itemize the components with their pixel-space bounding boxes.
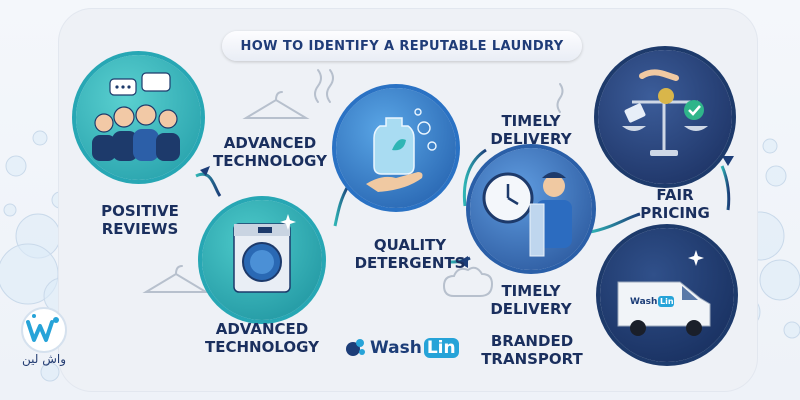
arrow-icon (722, 156, 734, 166)
clock-courier-icon (482, 172, 572, 257)
speech-bubble-icon (141, 72, 171, 92)
corner-brand-text: واش لین (22, 352, 67, 366)
timely-delivery-circle (470, 148, 592, 270)
branded-transport-circle: Wash Lin (600, 228, 734, 362)
people-icon (92, 72, 180, 161)
van-icon: Wash Lin (617, 250, 711, 336)
steam-icon (314, 69, 334, 103)
quality-detergents-circle (336, 88, 456, 208)
steam-icon (556, 83, 564, 113)
hanger-icon (142, 265, 210, 293)
fair-pricing-circle (598, 50, 732, 184)
page-title: HOW TO IDENTIFY A REPUTABLE LAUNDRY (222, 31, 582, 61)
hanger-icon (242, 91, 310, 119)
advanced-technology-circle (202, 200, 322, 320)
positive-reviews-circle (76, 55, 201, 180)
detergent-icon (366, 108, 437, 192)
check-icon (684, 100, 704, 120)
arrow-icon (458, 256, 468, 268)
van-logo-main: Wash (630, 297, 657, 307)
washing-machine-icon (233, 214, 296, 293)
scale-price-icon (622, 69, 708, 156)
van-logo-accent: Lin (660, 297, 674, 306)
bubbles-logo-icon (346, 339, 365, 356)
cloud-icon (442, 266, 494, 297)
arrow-icon (200, 166, 210, 176)
corner-brand-icon (21, 307, 67, 353)
